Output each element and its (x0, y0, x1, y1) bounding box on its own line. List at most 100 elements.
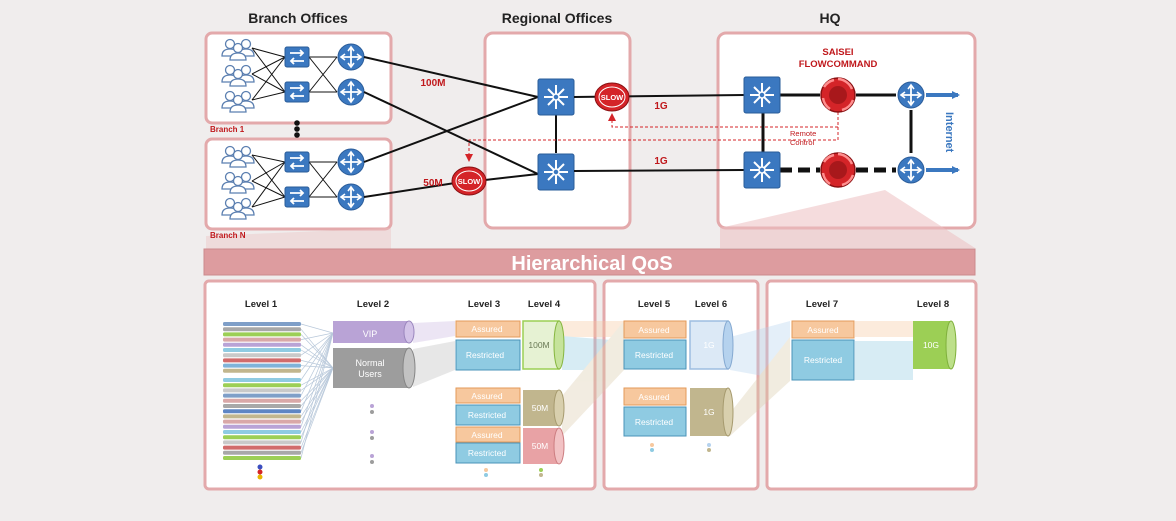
level-7-heading: Level 7 (806, 299, 838, 310)
restricted-label: Restricted (635, 417, 674, 427)
wan-uplink-bottom (573, 169, 745, 172)
flow-bar (223, 368, 301, 373)
flow-line (300, 332, 334, 412)
flow-bar (223, 383, 301, 388)
link-bw-100m: 100M (420, 78, 445, 89)
flow-line (300, 367, 334, 417)
flow-bar (223, 342, 301, 347)
continuation-dots (257, 404, 711, 480)
level-6-heading: Level 6 (695, 299, 727, 310)
flow-bar (223, 435, 301, 440)
flow-bar (223, 353, 301, 358)
branch-offices-title: Branch Offices (248, 10, 348, 26)
flow-line (300, 367, 334, 453)
core-switch-icon (743, 151, 781, 189)
flow-line (300, 332, 334, 396)
flow-bar (223, 419, 301, 424)
flow-bar (223, 327, 301, 332)
flow-bar (223, 322, 301, 326)
vip-label: VIP (363, 329, 378, 339)
flow-line (300, 332, 334, 443)
hq-title: HQ (820, 10, 841, 26)
restricted-label: Restricted (635, 350, 674, 360)
normal-users-label: Users (358, 369, 382, 379)
flow-bar (223, 388, 301, 393)
normal-users-label: Normal (355, 358, 384, 368)
flow-bar (223, 424, 301, 429)
flow-line (300, 367, 334, 433)
slow-badge: SLOW (451, 166, 487, 196)
level1-flows-group-b (223, 378, 301, 460)
branchN-label: Branch N (210, 231, 246, 240)
level4-50m-queue: 50M (523, 389, 565, 427)
level-5-heading: Level 5 (638, 299, 671, 310)
level6-1g-label: 1G (703, 340, 714, 350)
router-icon (897, 81, 925, 109)
link-bw-1g-top: 1G (654, 101, 668, 112)
flow-bar (223, 348, 301, 352)
flow-line (300, 365, 334, 369)
router-icon (337, 78, 365, 106)
branchN-network (251, 154, 338, 208)
qos-panel-levels-7-8 (765, 279, 978, 491)
flow-line (300, 332, 334, 381)
level4-100m-queue: 100M (522, 320, 565, 370)
level1-flows-group-a (223, 322, 301, 373)
level-8-heading: Level 8 (917, 299, 949, 310)
level6-1g-queue: 1G (689, 320, 734, 370)
level4-50m-label: 50M (532, 403, 549, 413)
flow-bar (223, 414, 301, 419)
flow-line (300, 349, 334, 369)
level-3-heading: Level 3 (468, 299, 500, 310)
level4-50m-label: 50M (532, 441, 549, 451)
level3-queue-pair: Assured Restricted (455, 426, 521, 464)
flow-line (300, 367, 334, 438)
restricted-label: Restricted (466, 350, 505, 360)
flow-line (300, 332, 334, 340)
saisei-flowcommand-icon (819, 151, 857, 189)
remote-control-label: Control (790, 138, 815, 147)
flow-bar (223, 398, 301, 403)
normal-users-queue: Normal Users (333, 347, 416, 389)
regional-offices-title: Regional Offices (502, 10, 613, 26)
flow-bar (223, 363, 301, 368)
ellipsis-dot (294, 120, 300, 126)
level-2-heading: Level 2 (357, 299, 389, 310)
qos-banner-title: Hierarchical QoS (511, 253, 672, 275)
flow-bar (223, 393, 301, 398)
remote-control-label: Remote (790, 129, 816, 138)
level6-1g-label: 1G (703, 407, 714, 417)
flow-bar (223, 409, 301, 414)
level-4-heading: Level 4 (528, 299, 561, 310)
saisei-flowcommand-icon (819, 76, 857, 114)
core-switch-icon (537, 153, 575, 191)
assured-label: Assured (471, 391, 502, 401)
branch1-network (251, 47, 338, 101)
slow-badge-label: SLOW (601, 93, 624, 102)
flow-line (300, 334, 334, 369)
switch-icon (284, 186, 310, 208)
level3-queue-pair: Assured Restricted (455, 387, 521, 426)
flow-bar (223, 456, 301, 460)
flow-bar (223, 430, 301, 434)
flow-bar (223, 404, 301, 408)
restricted-label: Restricted (468, 410, 507, 420)
level3-queue-pair: Assured Restricted (455, 320, 521, 371)
level8-10g-label: 10G (923, 340, 939, 350)
hq-projection (720, 190, 975, 248)
level4-50m-queue: 50M (523, 427, 565, 465)
switch-icon (284, 46, 310, 68)
flow-line (300, 332, 334, 427)
flow-line (300, 328, 334, 369)
restricted-label: Restricted (804, 355, 843, 365)
flow-bar (223, 332, 301, 337)
level7-queue-pair: Assured Restricted (791, 320, 855, 381)
flow-bar (223, 378, 301, 382)
flow-line (300, 332, 334, 356)
saisei-label: SAISEI (822, 47, 853, 58)
router-icon (897, 156, 925, 184)
branch-projection (206, 228, 391, 250)
slow-badge-label: SLOW (458, 177, 481, 186)
flow-bar (223, 450, 301, 455)
